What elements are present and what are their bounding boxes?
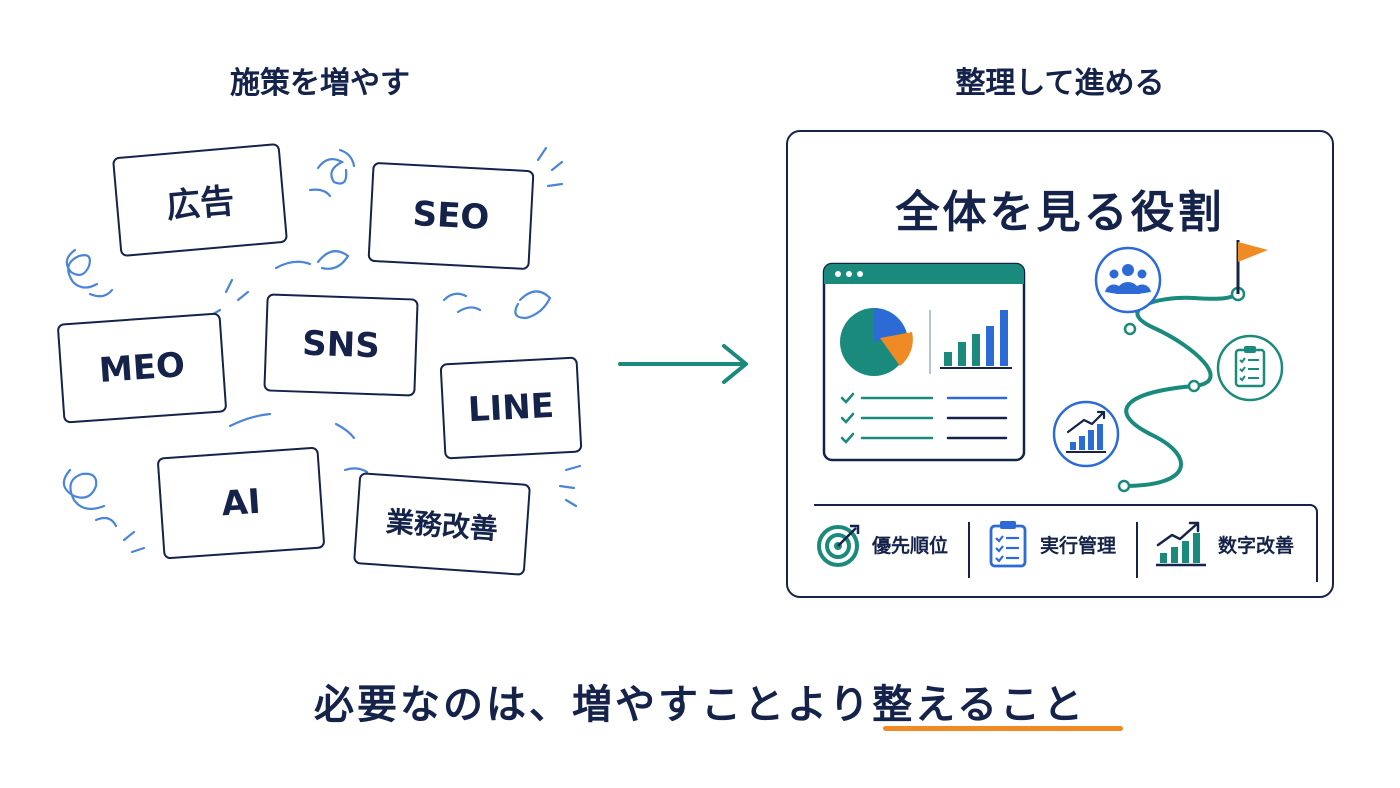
- row-divider: [1136, 522, 1138, 578]
- right-heading: 整理して進める: [955, 66, 1165, 101]
- highlight-underline: [883, 726, 1123, 731]
- priority-item: 優先順位: [816, 518, 948, 570]
- tagline-highlight: 整えること: [872, 682, 1086, 728]
- card-line: LINE: [439, 356, 583, 460]
- card-sns: SNS: [263, 293, 419, 397]
- tagline-main: 必要なのは、増やすことより: [313, 682, 873, 728]
- card-ad: 広告: [111, 142, 289, 258]
- overview-panel: 全体を見る役割: [786, 130, 1334, 598]
- roadmap-icon: [1052, 240, 1284, 493]
- card-ai: AI: [156, 446, 326, 560]
- card-operations: 業務改善: [353, 472, 531, 576]
- dashboard-window-icon: [822, 262, 1026, 462]
- right-arrow-icon: [618, 344, 748, 384]
- metrics-label: 数字改善: [1218, 534, 1295, 557]
- tagline: 必要なのは、増やすことより整えること: [0, 672, 1400, 730]
- execution-label: 実行管理: [1040, 534, 1117, 557]
- card-meo: MEO: [56, 312, 228, 424]
- role-summary-row: 優先順位 実行管理: [814, 504, 1318, 582]
- priority-label: 優先順位: [872, 534, 949, 557]
- left-heading: 施策を増やす: [230, 66, 410, 101]
- metrics-item: 数字改善: [1154, 518, 1294, 570]
- execution-item: 実行管理: [986, 518, 1116, 570]
- clipboard-icon: [989, 521, 1027, 568]
- row-divider: [968, 522, 970, 578]
- target-icon: [817, 524, 860, 567]
- panel-title: 全体を見る役割: [895, 187, 1225, 238]
- growth-chart-icon: [1156, 521, 1206, 567]
- card-seo: SEO: [367, 161, 535, 271]
